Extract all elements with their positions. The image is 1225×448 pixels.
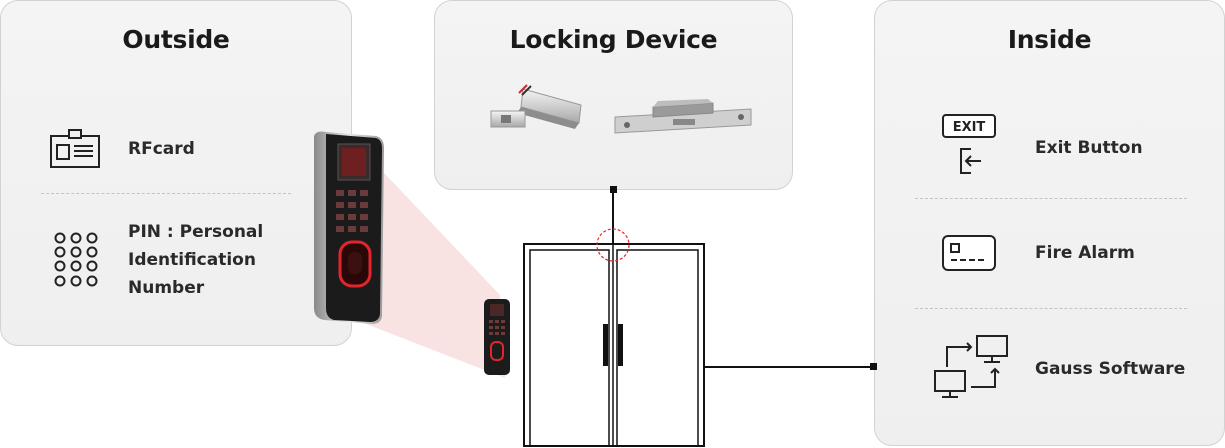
id-card-icon [50, 129, 100, 168]
fire-alarm-icon [942, 235, 996, 271]
networked-computers-icon [934, 335, 1008, 398]
access-reader-image [314, 131, 384, 324]
pin-label-line-2: Identification [128, 250, 256, 270]
door-handle-right [618, 324, 623, 366]
inside-panel: Inside EXIT Exit Button Fire Alarm Gauss… [874, 0, 1225, 446]
keypad-icon [54, 232, 98, 287]
exit-button-label: Exit Button [1035, 138, 1143, 158]
outside-title: Outside [122, 25, 230, 54]
door-frame [523, 243, 705, 447]
small-reader-image [484, 299, 510, 375]
exit-badge-text: EXIT [953, 120, 986, 135]
door-left-leaf [529, 249, 610, 447]
locking-device-panel: Locking Device [434, 0, 793, 190]
door-right-leaf [616, 249, 699, 447]
locking-device-title: Locking Device [509, 25, 718, 54]
inside-title: Inside [1007, 25, 1092, 54]
inside-wire-node [870, 363, 877, 370]
lock-wire-node [610, 186, 617, 193]
reader-beam [348, 135, 505, 378]
pin-label-line-1: PIN : Personal [128, 222, 264, 242]
inside-divider-1 [915, 198, 1187, 199]
bolt-lock-image [490, 84, 582, 129]
outside-panel: Outside RFcard PIN : Personal Identifica… [0, 0, 352, 346]
exit-button-icon: EXIT [942, 114, 996, 174]
fire-alarm-label: Fire Alarm [1035, 243, 1135, 263]
door-handle-left [603, 324, 608, 366]
electric-strike-image [614, 99, 752, 134]
gauss-software-label: Gauss Software [1035, 359, 1186, 379]
pin-label-line-3: Number [128, 278, 205, 298]
pin-label: PIN : Personal Identification Number [128, 218, 263, 302]
rfcard-label: RFcard [128, 139, 195, 159]
outside-divider [41, 193, 291, 194]
inside-divider-2 [915, 308, 1187, 309]
lock-position-marker [596, 228, 630, 262]
